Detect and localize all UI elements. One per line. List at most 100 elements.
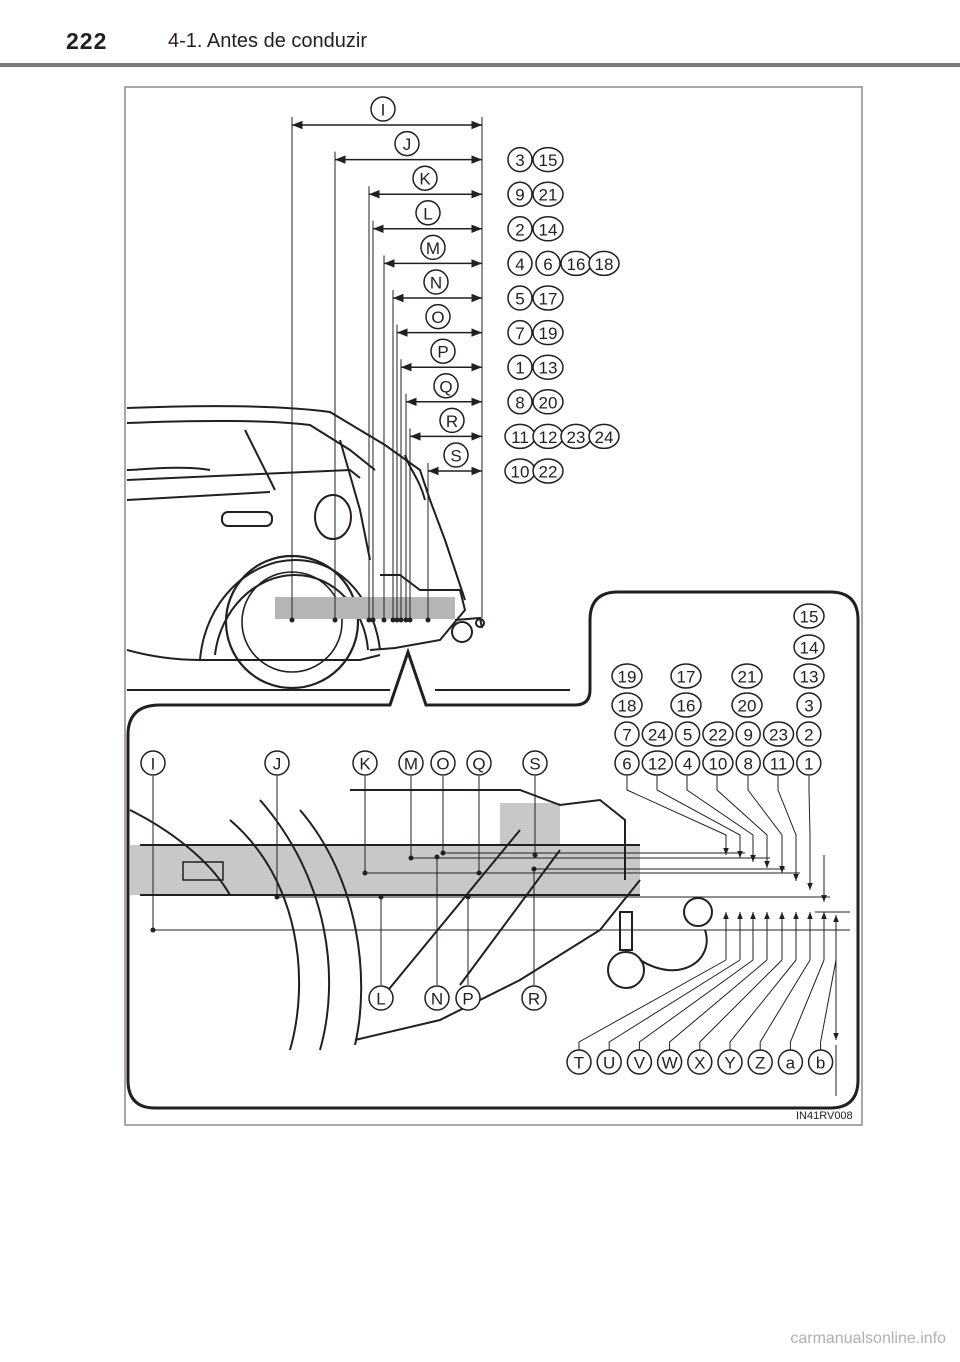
grid-num-15-text: 15 <box>800 608 819 627</box>
grid-num-12: 12 <box>641 750 674 776</box>
detail-top-S: S <box>522 750 548 776</box>
grid-num-1-text: 1 <box>804 755 813 774</box>
letter-badge-O: O <box>425 303 451 330</box>
grid-num-24-text: 24 <box>648 726 667 745</box>
grid-num-14: 14 <box>793 634 825 660</box>
grid-leader-5 <box>777 776 799 881</box>
grid-num-8-text: 8 <box>743 755 752 774</box>
grid-num-5: 5 <box>674 721 701 747</box>
bottom-row-leader-V <box>638 959 754 1050</box>
bottom-row-T-text: T <box>574 1054 584 1073</box>
detail-top-J: J <box>264 750 290 776</box>
letter-badge-Q: Q <box>433 373 459 399</box>
detail-bottom-P-text: P <box>462 990 473 1009</box>
num-badge-J-15-text: 15 <box>539 151 558 170</box>
grid-num-19-text: 19 <box>618 668 637 687</box>
num-badge-M-4: 4 <box>507 250 533 277</box>
grid-num-3-text: 3 <box>804 697 813 716</box>
ref-point-I <box>289 617 295 623</box>
grid-num-24: 24 <box>641 721 674 747</box>
num-badge-M-6-text: 6 <box>543 255 552 274</box>
page-number: 222 <box>66 28 108 54</box>
num-badge-P-13: 13 <box>532 354 564 380</box>
letter-badge-P: P <box>430 338 456 364</box>
bottom-row-X: X <box>687 1049 713 1075</box>
grid-num-3: 3 <box>796 692 822 718</box>
detail-top-Q-text: Q <box>472 755 485 774</box>
ref-point-P <box>398 617 404 623</box>
bottom-row-a-text: a <box>786 1054 796 1073</box>
grid-num-18-text: 18 <box>618 697 637 716</box>
bottom-row-W: W <box>656 1049 683 1075</box>
letter-badge-N: N <box>423 269 449 295</box>
ref-point-L <box>370 617 376 623</box>
detail-top-K-text: K <box>359 755 371 774</box>
bottom-row-leader-a <box>789 959 825 1050</box>
grid-num-17-text: 17 <box>677 668 696 687</box>
grid-num-20-text: 20 <box>738 697 757 716</box>
ref-point-N <box>390 617 396 623</box>
top-dimension-lines <box>289 117 483 623</box>
grid-num-8: 8 <box>735 750 761 776</box>
grid-num-22-text: 22 <box>708 726 727 745</box>
grid-num-21: 21 <box>731 663 763 689</box>
detail-bottom-P: P <box>455 985 481 1011</box>
bottom-row-leader-W <box>669 959 768 1050</box>
grid-num-16: 16 <box>670 692 702 718</box>
num-badge-O-19-text: 19 <box>539 324 558 343</box>
num-badge-K-9-text: 9 <box>515 186 524 205</box>
grid-leader-4 <box>747 776 785 873</box>
num-badge-L-2-text: 2 <box>515 220 524 239</box>
grid-num-10: 10 <box>702 750 734 776</box>
num-badge-R-12: 12 <box>532 423 564 450</box>
letter-badge-S-text: S <box>450 447 461 466</box>
bottom-row-V-text: V <box>634 1054 646 1073</box>
grid-num-4-text: 4 <box>683 755 692 774</box>
num-badge-K-21: 21 <box>532 181 564 207</box>
num-badge-O-19: 19 <box>532 319 564 346</box>
bottom-row-U: U <box>596 1049 622 1075</box>
num-badge-O-7: 7 <box>507 319 533 346</box>
bottom-row-a: a <box>777 1049 804 1075</box>
grid-num-6-text: 6 <box>622 755 631 774</box>
grid-num-12-text: 12 <box>648 755 667 774</box>
letter-badge-K: K <box>412 165 438 191</box>
grid-num-18: 18 <box>611 692 643 718</box>
detail-bottom-dot-N <box>434 854 440 860</box>
grid-num-23-text: 23 <box>769 726 788 745</box>
bottom-row-Y: Y <box>717 1049 743 1075</box>
detail-top-dot-S <box>532 852 538 858</box>
letter-badge-R: R <box>439 407 465 434</box>
num-badge-K-21-text: 21 <box>539 186 558 205</box>
num-badge-R-23-text: 23 <box>567 428 586 447</box>
num-badge-M-18: 18 <box>588 250 620 277</box>
num-badge-M-16-text: 16 <box>567 255 586 274</box>
letter-badge-L-text: L <box>423 204 432 223</box>
num-badge-Q-20: 20 <box>532 389 564 415</box>
detail-bottom-R-text: R <box>528 990 540 1009</box>
bottom-row-leader-Y <box>729 959 797 1050</box>
bottom-row-b: b <box>807 1049 834 1075</box>
grid-num-10-text: 10 <box>708 755 727 774</box>
num-badge-J-3: 3 <box>507 146 533 173</box>
num-badge-M-4-text: 4 <box>515 255 524 274</box>
ref-point-Q <box>403 617 409 623</box>
ref-point-S <box>425 617 431 623</box>
ref-point-K <box>366 617 372 623</box>
bottom-row-leader-T <box>578 959 727 1050</box>
grid-num-13-text: 13 <box>800 668 819 687</box>
num-badge-Q-20-text: 20 <box>539 393 558 412</box>
grid-num-6: 6 <box>614 750 640 776</box>
num-badge-S-22-text: 22 <box>539 463 558 482</box>
letter-badge-O-text: O <box>431 308 444 327</box>
bottom-row-b-text: b <box>816 1054 825 1073</box>
letter-badge-I-text: I <box>381 101 386 120</box>
header-rule <box>0 63 960 67</box>
num-badge-P-1: 1 <box>507 354 533 380</box>
num-badge-R-12-text: 12 <box>539 428 558 447</box>
grid-num-19: 19 <box>611 663 643 689</box>
ref-point-O <box>394 617 400 623</box>
num-badge-Q-8: 8 <box>507 389 533 415</box>
